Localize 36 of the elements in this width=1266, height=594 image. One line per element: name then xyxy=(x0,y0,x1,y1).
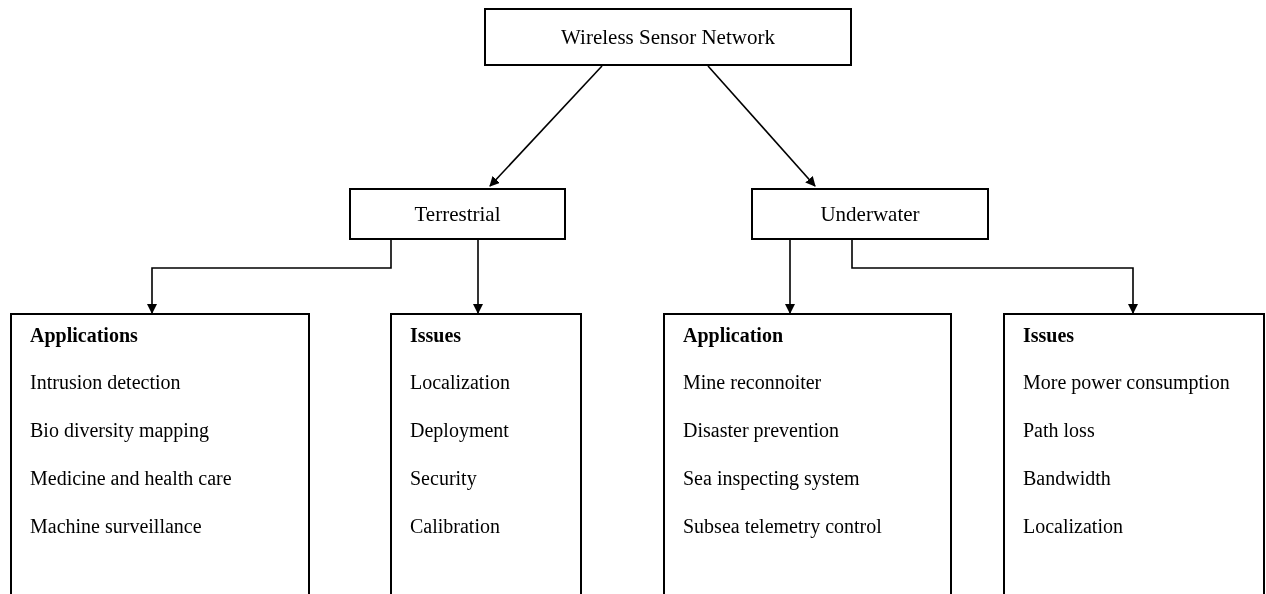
list-item: Security xyxy=(410,466,478,492)
list-item: Intrusion detection xyxy=(30,370,182,395)
category-box xyxy=(751,188,989,240)
list-item: Bandwidth xyxy=(1023,466,1112,491)
list-item: Machine surveillance xyxy=(30,514,203,539)
arrow xyxy=(851,239,1138,314)
list-item: Localization xyxy=(1023,514,1124,539)
list-box xyxy=(10,313,310,594)
list-box xyxy=(663,313,952,594)
list-heading: Applications xyxy=(30,323,139,349)
list-item: Medicine and health care xyxy=(30,466,233,491)
box-label: Underwater xyxy=(820,201,920,227)
list-item: Mine reconnoiter xyxy=(683,370,823,395)
list-item: More power consumption xyxy=(1023,370,1231,396)
list-item: Bio diversity mapping xyxy=(30,418,210,444)
category-box xyxy=(484,8,852,66)
list-heading: Application xyxy=(683,323,785,349)
list-item: Subsea telemetry control xyxy=(683,514,883,540)
arrow xyxy=(489,65,603,187)
category-box xyxy=(349,188,566,240)
list-item: Sea inspecting system xyxy=(683,466,861,492)
list-box xyxy=(1003,313,1265,594)
list-box xyxy=(390,313,582,594)
list-item: Deployment xyxy=(410,418,510,444)
arrow xyxy=(147,239,392,314)
arrow xyxy=(473,239,483,314)
box-label: Terrestrial xyxy=(414,201,501,227)
arrow xyxy=(785,239,795,314)
list-item: Calibration xyxy=(410,514,501,539)
list-heading: Issues xyxy=(410,323,463,348)
list-heading: Issues xyxy=(1023,323,1076,348)
box-label: Wireless Sensor Network xyxy=(561,24,775,50)
arrow xyxy=(707,65,816,187)
list-item: Disaster prevention xyxy=(683,418,841,444)
list-item: Localization xyxy=(410,370,511,395)
list-item: Path loss xyxy=(1023,418,1096,443)
